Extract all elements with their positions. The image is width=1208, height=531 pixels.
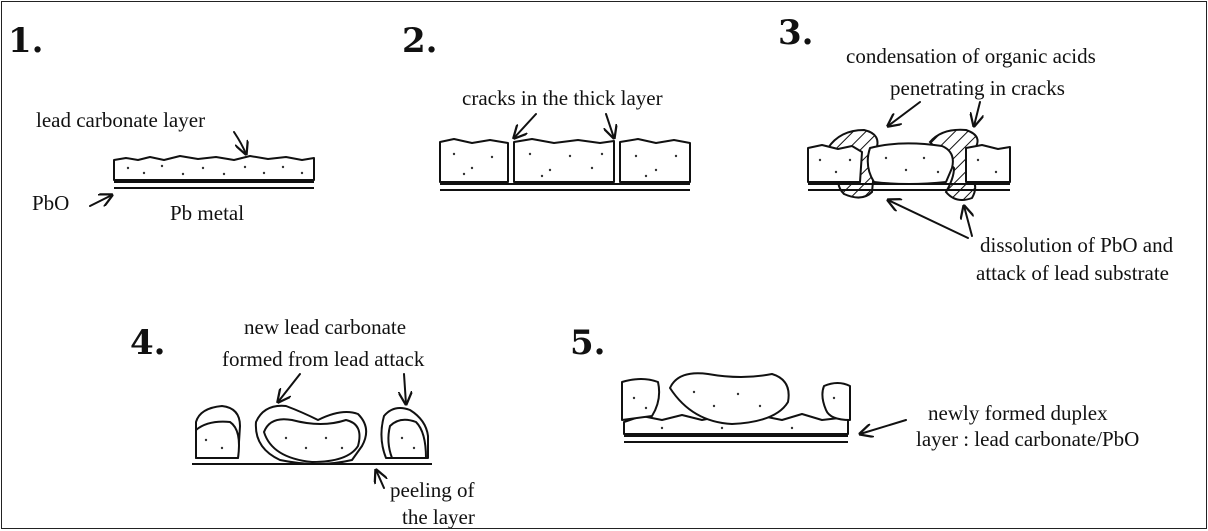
step-4: 4. new lead carbonate formed from lead a… — [130, 315, 475, 529]
label-lead-carbonate-layer: lead carbonate layer — [36, 108, 205, 132]
step-3: 3. condensation of organic acids penetra… — [778, 13, 1174, 285]
label-new-carbonate-line-2: formed from lead attack — [222, 347, 425, 371]
label-condensation-line-1: condensation of organic acids — [846, 44, 1096, 68]
thick-layer-block-2 — [514, 139, 614, 182]
label-duplex-line-2: layer : lead carbonate/PbO — [916, 427, 1139, 451]
layer-block-3a — [808, 145, 862, 182]
step-2-number: 2. — [402, 21, 438, 61]
label-new-carbonate-line-1: new lead carbonate — [244, 315, 406, 339]
arrow-to-layer — [234, 132, 246, 154]
arrow-dissolution-right — [964, 206, 972, 236]
label-dissolution-line-1: dissolution of PbO and — [980, 233, 1174, 257]
step-5-number: 5. — [570, 323, 606, 363]
step-5: 5. newly formed duplex layer : lead carb… — [570, 323, 1139, 451]
arrow-crack-left — [514, 114, 536, 138]
label-dissolution-line-2: attack of lead substrate — [976, 261, 1169, 285]
step-4-number: 4. — [130, 323, 166, 363]
arrow-new-carbonate-left — [278, 374, 300, 402]
label-duplex-line-1: newly formed duplex — [928, 401, 1108, 425]
label-cracks: cracks in the thick layer — [462, 86, 663, 110]
detached-block-left-5 — [622, 379, 659, 420]
thick-layer-block-3 — [620, 139, 690, 182]
peeled-block-left-inner — [196, 422, 239, 458]
step-1: 1. lead carbonate layer PbO Pb metal — [8, 21, 314, 225]
label-pbo: PbO — [32, 191, 69, 215]
lead-carbonate-layer-1 — [114, 156, 314, 180]
arrow-duplex — [860, 420, 906, 434]
label-peeling-line-2: the layer — [402, 505, 475, 529]
layer-block-3b — [868, 143, 953, 184]
label-peeling-line-1: peeling of — [390, 478, 475, 502]
arrow-new-carbonate-right — [404, 374, 406, 404]
arrow-dissolution-left — [888, 200, 968, 238]
thick-layer-block-1 — [440, 139, 508, 182]
layer-block-3c — [966, 145, 1010, 182]
step-3-number: 3. — [778, 13, 814, 53]
arrow-crack-right — [606, 114, 614, 138]
label-pb-metal: Pb metal — [170, 201, 244, 225]
arrow-to-pbo — [90, 195, 112, 206]
step-1-number: 1. — [8, 21, 44, 61]
step-2: 2. cracks in the thick layer — [402, 21, 690, 190]
arrow-condensation-right — [974, 102, 980, 126]
label-condensation-line-2: penetrating in cracks — [890, 76, 1065, 100]
arrow-peeling — [376, 470, 384, 488]
arrow-condensation-left — [888, 102, 920, 126]
detached-block-right-5 — [822, 383, 850, 420]
